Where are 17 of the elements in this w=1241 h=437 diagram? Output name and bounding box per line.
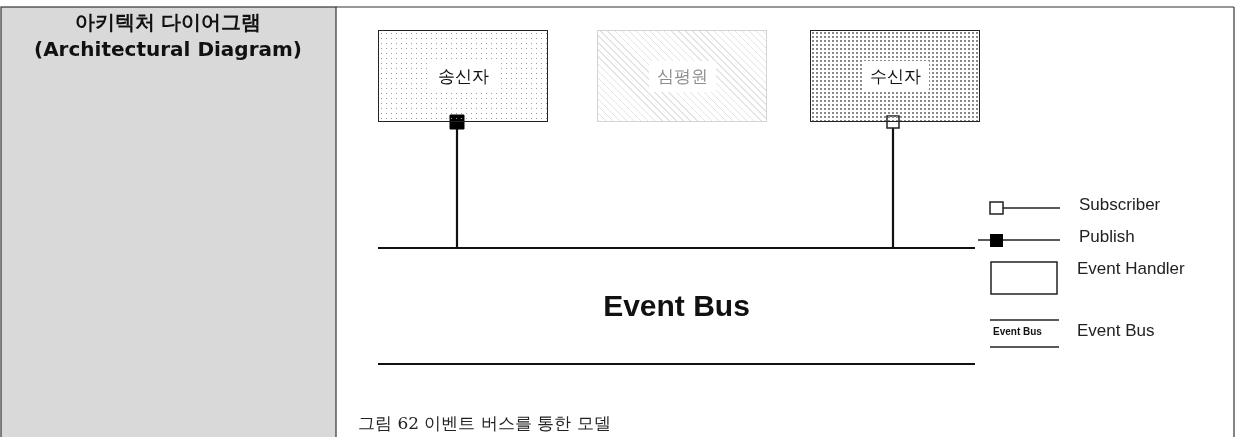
legend-text: Publish [1079,227,1135,247]
legend-text: Event Handler [1077,259,1185,279]
receiver-box [810,30,980,122]
figure-caption: 그림 62 이벤트 버스를 통한 모델 [358,412,611,435]
bus-title: Event Bus [603,289,750,323]
box-label: 심평원 [648,60,716,92]
disabled-box [597,30,767,122]
sender-box [378,30,548,122]
legend-text: Subscriber [1079,195,1161,215]
connector [886,115,900,247]
box-label: 수신자 [861,60,929,92]
symbol-text: Event Bus [993,326,1042,337]
event-bus-band [378,247,975,365]
legend-text: Event Bus [1077,321,1155,341]
header-text: 아키텍처 다이어그램 (Architectural Diagram) [33,9,303,63]
box-label: 송신자 [429,60,497,92]
connector [449,114,465,247]
